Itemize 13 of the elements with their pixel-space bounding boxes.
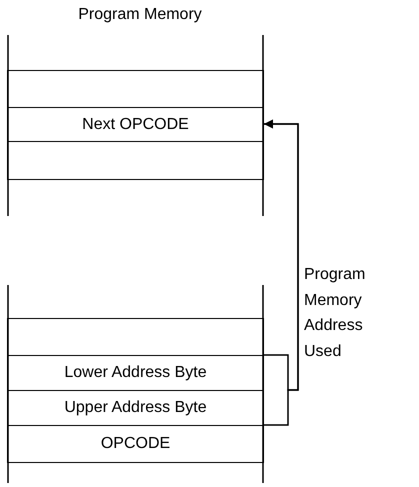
empty-memory-cell — [7, 141, 264, 180]
cell-label: Upper Address Byte — [64, 399, 207, 417]
column-heading: Program Memory — [77, 5, 203, 25]
empty-memory-cell — [7, 318, 264, 356]
cell-label: Lower Address Byte — [64, 364, 207, 382]
memory-cell — [7, 425, 264, 463]
memory-cell — [7, 355, 264, 391]
cell-label: Next OPCODE — [82, 116, 189, 134]
memory-cell — [7, 107, 264, 142]
memory-cell — [7, 390, 264, 426]
cell-label: OPCODE — [100, 435, 170, 453]
arrow-caption: Program Memory Address Used — [304, 265, 366, 362]
empty-memory-cell — [7, 70, 264, 108]
